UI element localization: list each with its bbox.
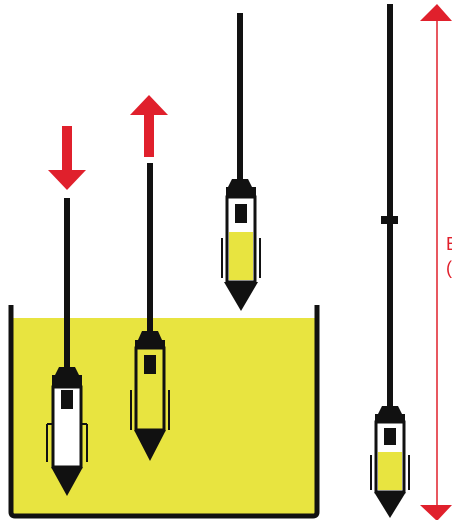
dimension-label-line2: ( xyxy=(446,258,452,278)
dimension-arrow xyxy=(420,4,452,520)
up-arrow xyxy=(130,95,168,157)
probe-4 xyxy=(370,4,410,518)
rod-coupling xyxy=(381,216,398,224)
probe-3 xyxy=(221,13,261,311)
down-arrow xyxy=(48,126,86,190)
tank-wall xyxy=(8,305,320,519)
probe-1 xyxy=(46,198,88,496)
dimension-label-line1: E xyxy=(446,234,452,254)
probe-2 xyxy=(130,163,170,461)
